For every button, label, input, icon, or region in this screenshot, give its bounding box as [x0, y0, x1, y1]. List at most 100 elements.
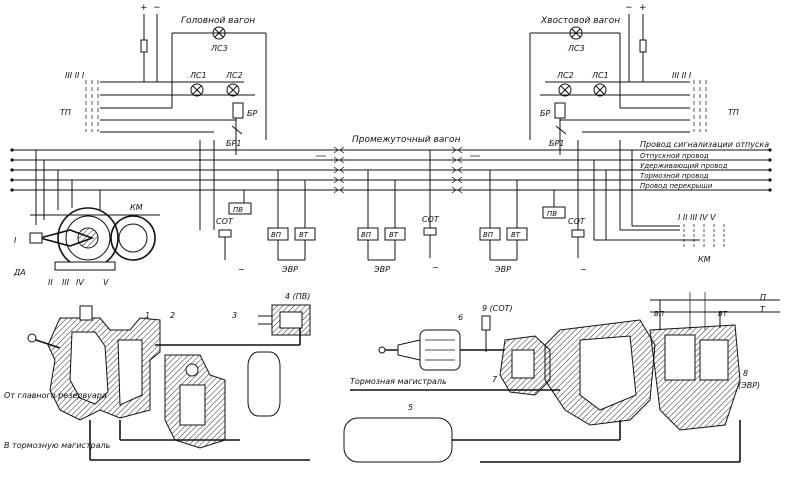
plus-terminal-left: + — [140, 3, 148, 13]
num-6: 6 — [458, 313, 463, 322]
num-9-sot: 9 (СОТ) — [482, 304, 513, 313]
lamp-ls1-right-label: ЛС1 — [591, 71, 609, 80]
sot-mid-label: СОТ — [422, 215, 440, 224]
minus-terminal-right: − — [625, 3, 633, 13]
pipe-network-right — [350, 300, 741, 463]
lamp-ls1-right — [593, 83, 607, 97]
reservoir-3 — [247, 351, 281, 417]
vp-head-label: ВП — [271, 231, 282, 239]
sot-head-label: СОТ — [216, 217, 234, 226]
minus-head-sot: − — [238, 265, 245, 274]
num-4-pv: 4 (ПВ) — [285, 292, 310, 301]
minus-mid-sot: − — [432, 263, 439, 272]
wire-end-terminals-left — [10, 148, 14, 192]
triple-valve-7 — [499, 335, 551, 396]
lamp-ls3-right — [569, 26, 583, 40]
electro-air-distributor-8 — [544, 319, 741, 431]
lamp-ls3-left-label: ЛС3 — [210, 44, 228, 53]
num-8-evr-sub: (ЭВР) — [738, 381, 760, 390]
sot-switch-mid — [423, 227, 437, 236]
km-label-left: КМ — [130, 203, 143, 212]
plus-terminal-right: + — [639, 3, 647, 13]
num-1-left: 1 — [145, 311, 150, 320]
roman-top-right: III II I — [672, 71, 692, 80]
relay-br1-right-label: БР1 — [549, 139, 564, 148]
roman-bottom-right: I II III IV V — [678, 213, 716, 222]
sot-switch-head — [218, 229, 232, 238]
drivers-brake-valve — [27, 305, 161, 421]
roman-3-left: III — [62, 278, 70, 287]
head-car-title: Головной вагон — [181, 16, 255, 26]
evr-mid-label: ЭВР — [373, 265, 390, 274]
num-7: 7 — [492, 375, 498, 384]
roman-2-left: II — [48, 278, 53, 287]
vt-mid-label: ВТ — [389, 231, 399, 239]
roman-1-left: I — [14, 236, 17, 245]
from-main-reservoir-label: От главного резервуара — [4, 391, 107, 400]
roman-4-left: IV — [76, 278, 84, 287]
brake-cylinder-6 — [378, 329, 461, 371]
vp-tail-label: ВП — [483, 231, 494, 239]
brake-main-label: Тормозная магистраль — [350, 377, 447, 386]
roman-5-left: V — [103, 278, 109, 287]
pv-coil-head — [228, 202, 252, 215]
lamp-ls2-left-label: ЛС2 — [225, 71, 243, 80]
wire-label-brake: Тормозной провод — [640, 172, 709, 180]
train-line-wires — [12, 149, 770, 191]
num-2-left: 2 — [170, 311, 175, 320]
relay-br1-left-label: БР1 — [226, 139, 241, 148]
relay-valve-2 — [164, 354, 226, 449]
wire-end-terminals-right — [768, 148, 772, 192]
t-label: Т — [760, 305, 766, 314]
pv-head-label: ПВ — [233, 206, 243, 214]
tp-label-right: ТП — [728, 108, 739, 117]
num-5: 5 — [408, 403, 413, 412]
tp-label-left: ТП — [60, 108, 71, 117]
vt-head-label: ВТ — [299, 231, 309, 239]
mid-car-title: Промежуточный вагон — [352, 135, 461, 145]
p-label: П — [760, 293, 766, 302]
km-label-right: КМ — [698, 255, 711, 264]
lamp-ls1-left-label: ЛС1 — [189, 71, 207, 80]
minus-tail-sot: − — [580, 265, 587, 274]
minus-terminal-left: − — [153, 3, 161, 13]
lamp-ls2-left — [226, 83, 240, 97]
wire-label-release: Отпускной провод — [640, 152, 709, 160]
wire-label-holding: Удерживающий провод — [640, 162, 728, 170]
evr-head-label: ЭВР — [281, 265, 298, 274]
relay-br-left-label: БР — [247, 109, 257, 118]
lamp-ls3-left — [212, 26, 226, 40]
sot-tail-label: СОТ — [568, 217, 586, 226]
vp-dist-label: ВП — [654, 310, 665, 318]
coupler-symbols — [333, 146, 463, 194]
vt-dist-label: ВТ — [718, 310, 728, 318]
lamp-ls1-left — [190, 83, 204, 97]
roman-top-left: III II I — [65, 71, 85, 80]
tail-car-title: Хвостовой вагон — [540, 16, 620, 26]
relay-br-right-label: БР — [540, 109, 550, 118]
wire-label-overlap: Провод перекрыши — [640, 182, 713, 190]
pv-valve-4 — [258, 304, 311, 336]
relay-br-right — [554, 102, 566, 119]
fuse-left — [140, 39, 148, 53]
sot-switch-tail — [571, 229, 585, 238]
lamp-ls2-right — [558, 83, 572, 97]
lamp-ls3-right-label: ЛС3 — [567, 44, 585, 53]
num-3-left: 3 — [232, 311, 237, 320]
pv-tail-label: ПВ — [547, 210, 557, 218]
relay-br-left — [232, 102, 244, 119]
controller-km — [29, 207, 156, 271]
wire-label-alarm: Провод сигнализации отпуска — [640, 140, 769, 149]
sot-switch-9 — [481, 315, 491, 352]
vt-tail-label: ВТ — [511, 231, 521, 239]
to-brake-main-label: В тормозную магистраль — [4, 441, 111, 450]
tail-km-contacts — [683, 224, 725, 248]
num-8-evr: 8 — [743, 369, 748, 378]
lamp-ls2-right-label: ЛС2 — [556, 71, 574, 80]
da-label: ДА — [13, 268, 26, 277]
evr-tail-label: ЭВР — [494, 265, 511, 274]
vp-mid-label: ВП — [361, 231, 372, 239]
fuse-right — [639, 39, 647, 53]
reservoir-5 — [343, 417, 453, 463]
